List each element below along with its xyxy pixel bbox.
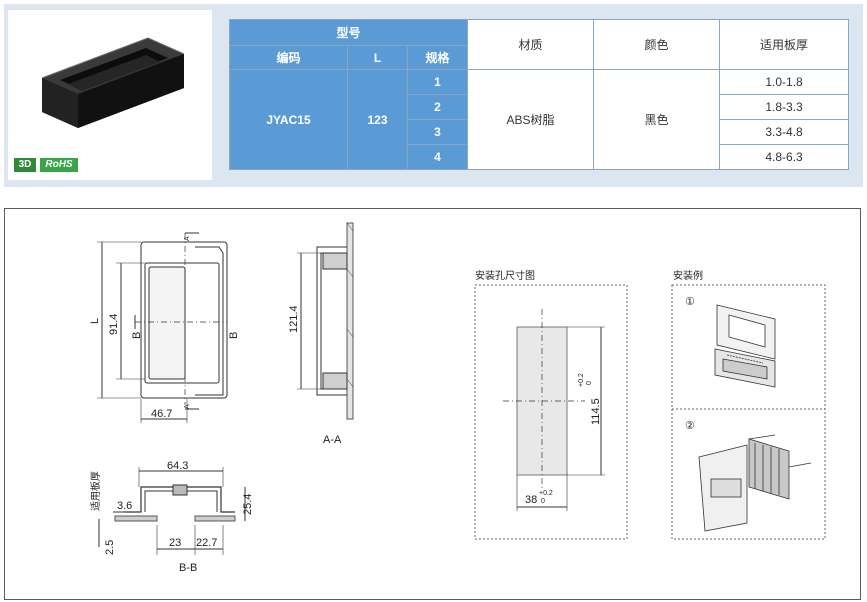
arrow-a-bottom: A <box>184 404 191 409</box>
cell-thickness: 4.8-6.3 <box>719 144 850 170</box>
label-applicable-thickness: 适用板厚 <box>89 471 102 511</box>
install-example-2 <box>698 434 812 532</box>
dim-hole-width: 38 <box>525 494 537 506</box>
dim-25-4-label: 25.4 <box>242 494 254 515</box>
install-panel-frame <box>671 284 826 540</box>
drawing-frame: L 91.4 46.7 B B A A 121.4 A-A <box>4 208 861 600</box>
install-step-2: ② <box>685 420 695 432</box>
spec-table: 型号 材质 颜色 适用板厚 编码 L 规格 JYAC15 123 1 ABS树脂… <box>228 19 850 170</box>
rohs-badge: RoHS <box>40 158 78 172</box>
dim-22-7-label: 22.7 <box>196 537 217 549</box>
side-view <box>297 222 354 420</box>
dim-hole-height-tol-lower: 0 <box>586 381 593 385</box>
dim-2-5-label: 2.5 <box>104 540 116 555</box>
section-b-left: B <box>131 332 143 339</box>
product-image <box>41 37 185 128</box>
cell-thickness: 1.8-3.3 <box>719 94 850 120</box>
cell-spec: 3 <box>406 119 469 145</box>
cell-code: JYAC15 <box>229 69 348 170</box>
cell-spec: 2 <box>406 94 469 120</box>
3d-badge: 3D <box>14 158 36 172</box>
cell-thickness: 3.3-4.8 <box>719 119 850 145</box>
technical-drawing: L 91.4 46.7 B B A A 121.4 A-A <box>89 222 826 574</box>
caption-a-a: A-A <box>323 434 342 446</box>
section-bb <box>98 467 246 555</box>
dim-23-label: 23 <box>169 537 181 549</box>
header-code: 编码 <box>229 45 348 70</box>
mounting-hole-diagram <box>503 309 605 511</box>
install-example-1 <box>714 304 776 388</box>
cell-spec: 1 <box>406 69 469 95</box>
dim-46-7-label: 46.7 <box>151 408 172 420</box>
header-spec: 规格 <box>406 45 469 70</box>
dim-hole-width-tol-upper: +0.2 <box>539 490 553 497</box>
install-panel-title: 安装例 <box>673 269 703 282</box>
header-model: 型号 <box>228 19 469 46</box>
caption-b-b: B-B <box>179 562 197 574</box>
section-b-right: B <box>228 332 240 339</box>
cell-l: 123 <box>347 69 408 170</box>
cell-color: 黑色 <box>593 69 721 170</box>
dim-hole-height-tol-upper: +0.2 <box>578 373 585 387</box>
dim-91-4-label: 91.4 <box>108 314 120 335</box>
cell-thickness: 1.0-1.8 <box>719 69 850 95</box>
front-view <box>97 232 228 423</box>
arrow-a-top: A <box>184 236 191 241</box>
dim-64-3-label: 64.3 <box>167 460 188 472</box>
install-step-1: ① <box>685 296 695 308</box>
cell-material: ABS树脂 <box>467 69 595 170</box>
header-thickness: 适用板厚 <box>719 19 850 70</box>
dim-hole-height: 114.5 <box>590 398 602 425</box>
header-material: 材质 <box>467 19 595 70</box>
hole-panel-frame <box>474 284 628 540</box>
header-l: L <box>347 45 408 70</box>
dim-hole-width-tol-lower: 0 <box>541 498 545 505</box>
dim-l-label: L <box>89 318 101 324</box>
dim-121-4-label: 121.4 <box>288 305 300 333</box>
cell-spec: 4 <box>406 144 469 170</box>
hole-panel-title: 安装孔尺寸图 <box>475 269 535 282</box>
dim-3-6-label: 3.6 <box>117 500 132 512</box>
product-image-panel <box>8 10 212 180</box>
header-color: 颜色 <box>593 19 721 70</box>
